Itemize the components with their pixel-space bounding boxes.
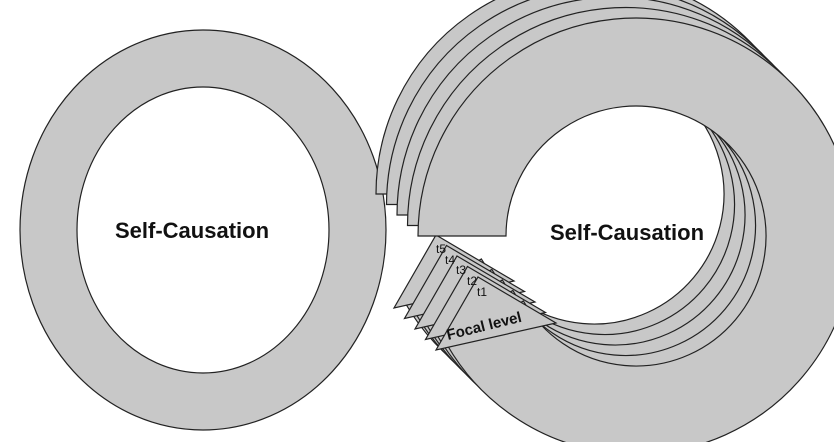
time-label-t4: t4 [445, 253, 455, 267]
time-label-t3: t3 [456, 263, 466, 277]
time-label-t2: t2 [467, 274, 477, 288]
left-ring [19, 29, 387, 431]
left-ring-group: Self-Causation [19, 29, 387, 431]
time-label-t1: t1 [477, 285, 487, 299]
left-ring-label: Self-Causation [115, 218, 269, 243]
time-label-t5: t5 [436, 242, 446, 256]
spiral-ring-layer [417, 17, 834, 442]
focal-level-arrow [434, 276, 558, 351]
right-spiral-label: Self-Causation [550, 220, 704, 245]
